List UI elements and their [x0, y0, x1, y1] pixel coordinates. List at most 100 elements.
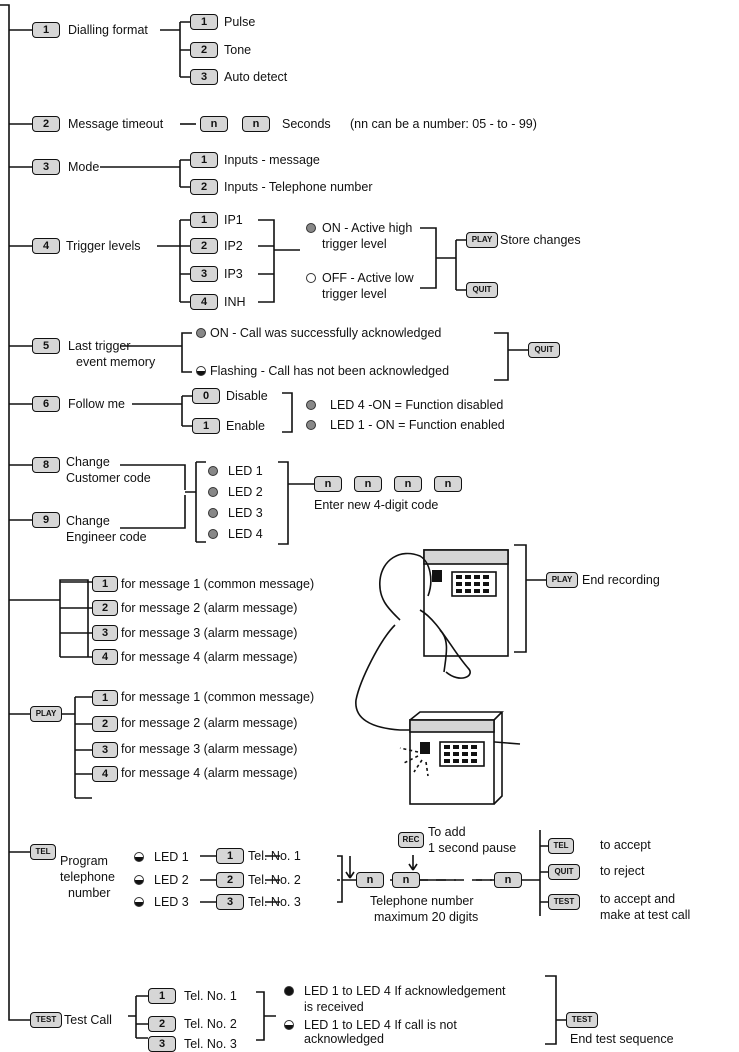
led-on-icon	[196, 328, 206, 338]
key-4: 4	[32, 238, 60, 254]
play-msg3-label: for message 3 (alarm message)	[121, 742, 298, 756]
ip1-label: IP1	[224, 213, 243, 227]
trigger-levels-label: Trigger levels	[66, 239, 141, 253]
key-rec-msg1: 1	[92, 576, 118, 592]
seconds-label: Seconds	[282, 117, 331, 131]
key-8: 8	[32, 457, 60, 473]
ack-received-label-2: is received	[304, 1000, 364, 1014]
on-active-high-label: ON - Active high	[322, 221, 413, 235]
led-icon	[306, 420, 316, 430]
led-icon	[208, 487, 218, 497]
key-ip3: 3	[190, 266, 218, 282]
key-9: 9	[32, 512, 60, 528]
key-mode-telephone: 2	[190, 179, 218, 195]
key-play-msg3: 3	[92, 742, 118, 758]
key-3: 3	[32, 159, 60, 175]
inputs-telephone-label: Inputs - Telephone number	[224, 180, 373, 194]
ack-on-label: ON - Call was successfully acknowledged	[210, 326, 442, 340]
led-flashing-icon	[134, 875, 144, 885]
led-icon	[208, 529, 218, 539]
change-engineer-label: Change	[66, 514, 110, 528]
key-play: PLAY	[546, 572, 578, 588]
led-off-icon	[306, 273, 316, 283]
key-rec-msg4: 4	[92, 649, 118, 665]
key-test: TEST	[566, 1012, 598, 1028]
follow-me-label: Follow me	[68, 397, 125, 411]
tel-no3-label: Tel. No. 3	[248, 895, 301, 909]
key-rec: REC	[398, 832, 424, 848]
key-n: n	[200, 116, 228, 132]
key-2: 2	[32, 116, 60, 132]
tel-led2-label: LED 2	[154, 873, 189, 887]
led1-enabled-label: LED 1 - ON = Function enabled	[330, 418, 505, 432]
ack-received-label-1: LED 1 to LED 4 If acknowledgement	[304, 984, 506, 998]
inputs-message-label: Inputs - message	[224, 153, 320, 167]
number-label: number	[68, 886, 111, 900]
dialling-format-label: Dialling format	[68, 23, 148, 37]
led4-disabled-label: LED 4 -ON = Function disabled	[330, 398, 504, 412]
play-msg2-label: for message 2 (alarm message)	[121, 716, 298, 730]
tel-led3-label: LED 3	[154, 895, 189, 909]
key-test: TEST	[548, 894, 580, 910]
key-5: 5	[32, 338, 60, 354]
key-play: PLAY	[466, 232, 498, 248]
tel-no1-label: Tel. No. 1	[248, 849, 301, 863]
disable-label: Disable	[226, 389, 268, 403]
pause-label-1: To add	[428, 825, 466, 839]
last-trigger-label: Last trigger	[68, 339, 131, 353]
ip3-label: IP3	[224, 267, 243, 281]
led-flashing-icon	[196, 366, 206, 376]
timeout-note: (nn can be a number: 05 - to - 99)	[350, 117, 537, 131]
test-tel-no1-label: Tel. No. 1	[184, 989, 237, 1003]
led3-label: LED 3	[228, 506, 263, 520]
key-mode-message: 1	[190, 152, 218, 168]
enter-code-label: Enter new 4-digit code	[314, 498, 439, 512]
message-timeout-label: Message timeout	[68, 117, 164, 131]
customer-code-label: Customer code	[66, 471, 151, 485]
rec-msg2-label: for message 2 (alarm message)	[121, 601, 298, 615]
key-tel-3: 3	[216, 894, 244, 910]
program-label: Program	[60, 854, 108, 868]
rec-msg1-label: for message 1 (common message)	[121, 577, 315, 591]
test-call-label: Test Call	[64, 1013, 112, 1027]
ip2-label: IP2	[224, 239, 243, 253]
key-ip2: 2	[190, 238, 218, 254]
change-customer-label: Change	[66, 455, 110, 469]
led-on-icon	[306, 223, 316, 233]
off-trigger-level-label: trigger level	[322, 287, 387, 301]
key-rec-msg2: 2	[92, 600, 118, 616]
key-n: n	[354, 476, 382, 492]
test-tel-no3-label: Tel. No. 3	[184, 1037, 237, 1051]
enable-label: Enable	[226, 419, 265, 433]
key-quit: QUIT	[548, 864, 580, 880]
led-flashing-icon	[134, 897, 144, 907]
key-quit: QUIT	[528, 342, 560, 358]
not-ack-label-2: acknowledged	[304, 1032, 384, 1046]
on-trigger-level-label: trigger level	[322, 237, 387, 251]
led-flashing-icon	[284, 1020, 294, 1030]
key-test-3: 3	[148, 1036, 176, 1052]
key-inh: 4	[190, 294, 218, 310]
engineer-code-label: Engineer code	[66, 530, 147, 544]
person-keypad-illustration	[355, 549, 521, 745]
playback-keypad-illustration	[399, 711, 504, 805]
tone-label: Tone	[224, 43, 252, 57]
key-tel-2: 2	[216, 872, 244, 888]
to-accept-label: to accept	[600, 838, 651, 852]
key-1: 1	[32, 22, 60, 38]
store-changes-label: Store changes	[500, 233, 581, 247]
key-tel: TEL	[548, 838, 574, 854]
event-memory-label: event memory	[76, 355, 156, 369]
off-active-low-label: OFF - Active low	[322, 271, 414, 285]
rec-msg3-label: for message 3 (alarm message)	[121, 626, 298, 640]
accept-test-label-2: make at test call	[600, 908, 691, 922]
key-ip1: 1	[190, 212, 218, 228]
key-enable: 1	[192, 418, 220, 434]
key-tel-1: 1	[216, 848, 244, 864]
to-reject-label: to reject	[600, 864, 645, 878]
ack-flashing-label: Flashing - Call has not been acknowledge…	[210, 364, 450, 378]
test-tel-no2-label: Tel. No. 2	[184, 1017, 237, 1031]
pause-label-2: 1 second pause	[428, 841, 517, 855]
led-icon	[208, 466, 218, 476]
